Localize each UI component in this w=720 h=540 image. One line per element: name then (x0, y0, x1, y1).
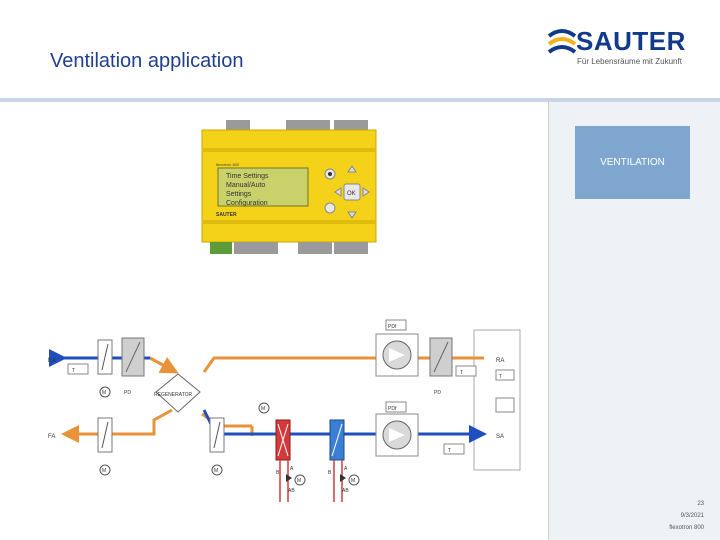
slide-date: 9/3/2021 (680, 513, 704, 519)
heating-coil-icon (277, 423, 289, 457)
terminal-block (334, 120, 368, 130)
sauter-logo: SAUTER Für Lebensräume mit Zukunft (546, 26, 696, 70)
side-divider (548, 102, 549, 540)
terminal-block (226, 120, 250, 130)
temp-sensor-ea (67, 363, 89, 375)
motor-label: M (351, 478, 355, 484)
left-button[interactable] (334, 187, 342, 197)
regenerator (155, 373, 201, 413)
pd-label: PD (434, 390, 441, 396)
valve-label-b: B (276, 470, 280, 476)
logo-tagline: Für Lebensräume mit Zukunft (577, 57, 682, 66)
clear-button[interactable] (324, 202, 336, 214)
page-number: 23 (697, 501, 704, 507)
pdf-label: PDf (388, 406, 397, 412)
header-rule (0, 98, 720, 102)
right-button[interactable] (362, 187, 370, 197)
terminal-block (286, 120, 330, 130)
model-label: flexotron 800 (216, 162, 240, 167)
motor-label: M (214, 468, 218, 474)
pdf-sensor-return (385, 319, 407, 331)
down-button[interactable] (347, 211, 357, 219)
label-ea: EA (48, 358, 56, 364)
valve-label-ab: AB (288, 488, 295, 494)
temp-label: T (448, 448, 451, 454)
valve-label-b: B (328, 470, 332, 476)
section-label: VENTILATION (600, 157, 665, 168)
filter-icon (433, 341, 449, 373)
damper-motor-icon (258, 402, 270, 414)
section-label-box[interactable]: VENTILATION (575, 126, 690, 199)
valve-motor-icon (348, 474, 360, 486)
sauter-logo-icon (547, 29, 577, 54)
logo-wordmark: SAUTER (576, 26, 686, 56)
label-sa: SA (496, 434, 504, 440)
ok-button-label: OK (347, 191, 356, 197)
alarm-indicator (328, 172, 332, 176)
display-line: Settings (226, 191, 252, 198)
damper-blade (101, 421, 109, 449)
damper-motor-icon (99, 386, 111, 398)
temp-label: T (460, 370, 463, 376)
damper-blade (213, 421, 221, 449)
heating-valve (286, 474, 292, 482)
room-device (495, 397, 515, 413)
product-code: flexotron 800 (669, 525, 704, 531)
temp-label: T (499, 374, 502, 380)
temp-sensor-room (495, 369, 515, 381)
display-line: Manual/Auto (226, 182, 265, 189)
valve-label-a: A (290, 466, 294, 472)
page-title: Ventilation application (50, 50, 244, 72)
fan-return-blade (389, 348, 405, 362)
terminal-block (234, 242, 278, 254)
terminal-block (210, 242, 232, 254)
valve-label-a: A (344, 466, 348, 472)
cooling-coil-icon (331, 423, 343, 457)
motor-label: M (102, 390, 106, 396)
display-line: Configuration (226, 200, 268, 207)
ventilation-schematic: EA FA RA SA REGENERATOR A B AB A B (44, 316, 530, 512)
temp-sensor-ra (455, 365, 477, 377)
up-button[interactable] (347, 165, 357, 173)
motor-label: M (261, 406, 265, 412)
filter-icon (125, 341, 141, 373)
controller-ridge (202, 148, 376, 152)
label-ra: RA (496, 358, 504, 364)
motor-label: M (297, 478, 301, 484)
fa-duct (61, 408, 173, 443)
ok-button[interactable] (343, 183, 361, 201)
duct-casing (473, 329, 521, 471)
cooling-valve (340, 474, 346, 482)
controller-image: Time Settings Manual/Auto Settings Confi… (190, 116, 390, 261)
pdf-sensor-supply (385, 401, 407, 413)
temp-sensor-sa (443, 443, 465, 455)
pdf-label: PDf (388, 324, 397, 330)
valve-motor-icon (294, 474, 306, 486)
damper-motor-icon (211, 464, 223, 476)
damper-motor-icon (99, 464, 111, 476)
brand-label: SAUTER (216, 212, 237, 218)
motor-label: M (102, 468, 106, 474)
valve-label-ab: AB (342, 488, 349, 494)
damper-blade (101, 343, 109, 371)
controller-ridge (202, 220, 376, 224)
pd-label: PD (124, 390, 131, 396)
terminal-block (334, 242, 368, 254)
fan-supply-blade (389, 428, 405, 442)
display-line: Time Settings (226, 173, 269, 180)
controller-display (217, 167, 309, 207)
label-fa: FA (48, 434, 55, 440)
temp-label: T (72, 368, 75, 374)
regenerator-label: REGENERATOR (154, 392, 193, 398)
terminal-block (298, 242, 332, 254)
